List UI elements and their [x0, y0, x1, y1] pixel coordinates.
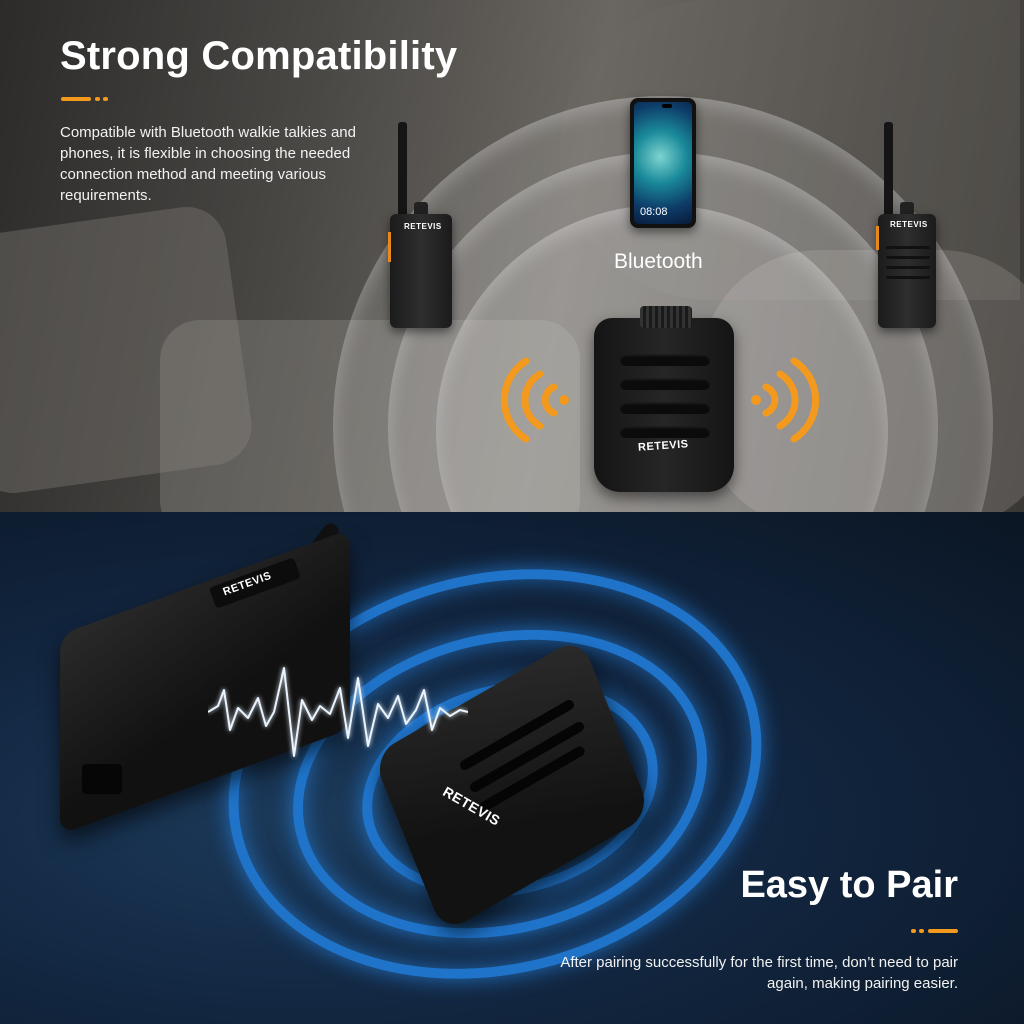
bluetooth-label: Bluetooth	[614, 250, 703, 273]
bluetooth-waves-icon	[751, 357, 820, 443]
signal-pulse-icon	[208, 667, 468, 757]
bluetooth-speaker-mic: RETEVIS	[594, 306, 734, 492]
bluetooth-waves-icon	[500, 357, 569, 443]
smartphone: 08:08	[630, 98, 696, 228]
walkie-talkie-closeup: RETEVIS	[60, 520, 350, 835]
pairing-panel: RETEVIS RETEVIS Easy to Pair Af	[0, 512, 1024, 1024]
pairing-title: Easy to Pair	[740, 864, 958, 906]
phone-notch	[662, 104, 672, 108]
pairing-description: After pairing successfully for the first…	[560, 954, 958, 992]
phone-clock: 08:08	[640, 206, 668, 218]
phone-screen: 08:08	[634, 102, 692, 224]
radio-port	[82, 764, 122, 794]
radio-brand-label: RETEVIS	[404, 222, 442, 231]
background-blanket	[700, 250, 1024, 512]
compatibility-description: Compatible with Bluetooth walkie talkies…	[60, 124, 356, 204]
walkie-talkie-left: RETEVIS	[388, 122, 454, 328]
mic-volume-dial	[640, 306, 692, 328]
compatibility-title: Strong Compatibility	[60, 34, 458, 78]
radio-brand-label: RETEVIS	[890, 220, 928, 229]
compatibility-panel: Strong Compatibility Compatible with Blu…	[0, 0, 1024, 512]
walkie-talkie-right: RETEVIS	[876, 122, 938, 328]
